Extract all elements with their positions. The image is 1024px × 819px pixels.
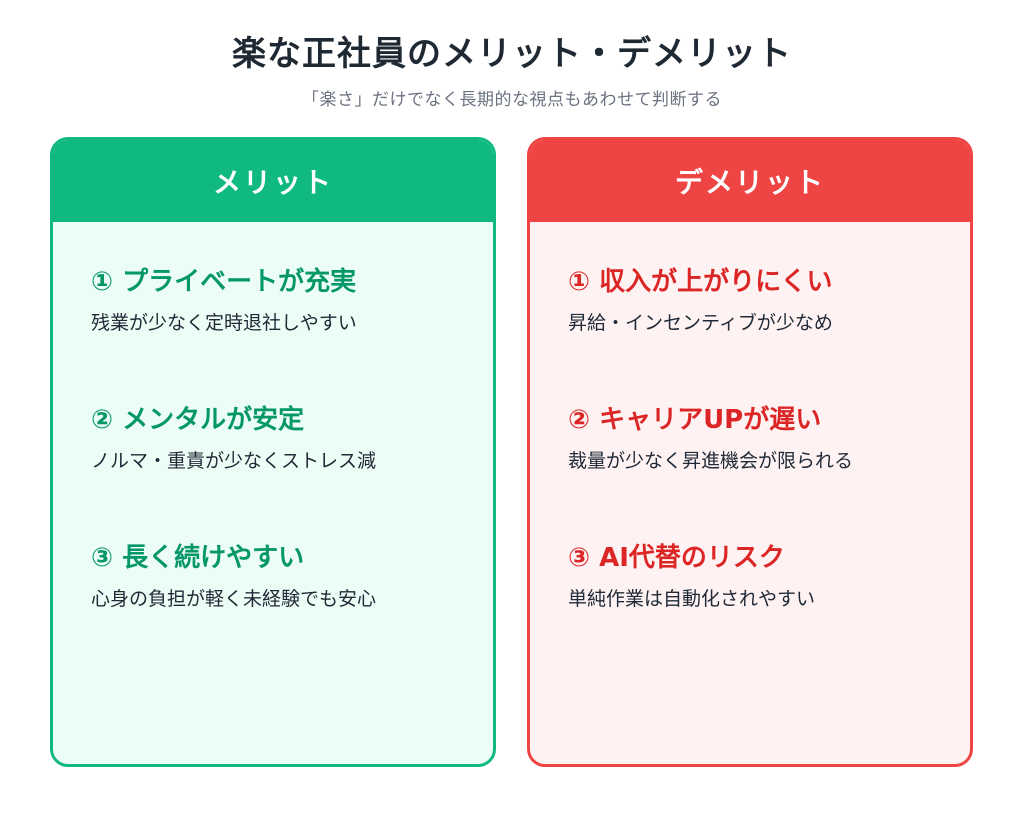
merit-item-description: 心身の負担が軽く未経験でも安心	[91, 588, 377, 610]
demerit-item-description: 昇給・インセンティブが少なめ	[568, 312, 833, 334]
demerit-item: ① 収入が上がりにくい 昇給・インセンティブが少なめ	[568, 264, 970, 337]
merit-item-title: ② メンタルが安定	[91, 405, 305, 435]
merit-item: ① プライベートが充実 残業が少なく定時退社しやすい	[91, 264, 493, 337]
demerit-item: ③ AI代替のリスク 単純作業は自動化されやすい	[568, 540, 970, 613]
demerit-card: デメリット ① 収入が上がりにくい 昇給・インセンティブが少なめ ② キャリアU…	[527, 137, 973, 767]
demerit-item-title: ② キャリアUPが遅い	[568, 405, 822, 435]
demerit-item-title: ③ AI代替のリスク	[568, 543, 785, 573]
demerit-item-title: ① 収入が上がりにくい	[568, 267, 833, 297]
demerit-item-description: 単純作業は自動化されやすい	[568, 588, 816, 610]
page-title: 楽な正社員のメリット・デメリット	[232, 34, 792, 74]
merit-card-header: メリット	[53, 140, 493, 222]
merit-item: ② メンタルが安定 ノルマ・重責が少なくストレス減	[91, 402, 493, 475]
demerit-card-header: デメリット	[530, 140, 970, 222]
merit-item: ③ 長く続けやすい 心身の負担が軽く未経験でも安心	[91, 540, 493, 613]
merit-card: メリット ① プライベートが充実 残業が少なく定時退社しやすい ② メンタルが安…	[50, 137, 496, 767]
merit-item-description: ノルマ・重責が少なくストレス減	[91, 450, 377, 472]
merit-item-title: ③ 長く続けやすい	[91, 543, 305, 573]
merit-card-body: ① プライベートが充実 残業が少なく定時退社しやすい ② メンタルが安定 ノルマ…	[53, 222, 493, 613]
merit-item-description: 残業が少なく定時退社しやすい	[91, 312, 357, 334]
demerit-item-description: 裁量が少なく昇進機会が限られる	[568, 450, 854, 472]
merit-item-title: ① プライベートが充実	[91, 267, 357, 297]
demerit-item: ② キャリアUPが遅い 裁量が少なく昇進機会が限られる	[568, 402, 970, 475]
page-subtitle: 「楽さ」だけでなく長期的な視点もあわせて判断する	[302, 90, 722, 110]
demerit-card-body: ① 収入が上がりにくい 昇給・インセンティブが少なめ ② キャリアUPが遅い 裁…	[530, 222, 970, 613]
